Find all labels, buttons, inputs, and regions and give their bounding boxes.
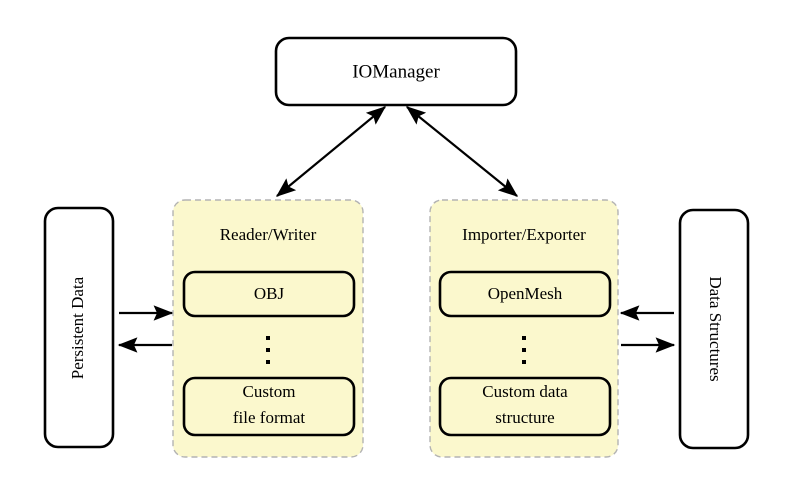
openmesh-box[interactable] — [438, 270, 612, 318]
reader-writer-label: Reader/Writer — [220, 225, 317, 244]
custom-data-structure-label-line1: Custom data — [482, 382, 568, 401]
persistent-data-box[interactable] — [43, 206, 115, 449]
custom-data-structure-box[interactable] — [438, 376, 612, 437]
custom-data-structure-label-line2: structure — [495, 408, 554, 427]
obj-box[interactable] — [182, 270, 356, 318]
ellipsis-reader-writer — [266, 336, 270, 364]
ellipsis-dot — [522, 336, 526, 340]
node-obj[interactable]: OBJ — [182, 270, 356, 318]
custom-file-format-box[interactable] — [182, 376, 356, 437]
data-structures-box[interactable] — [678, 208, 750, 450]
node-custom-data-structure[interactable]: Custom data structure — [438, 376, 612, 437]
ellipsis-dot — [266, 348, 270, 352]
ellipsis-dot — [266, 360, 270, 364]
node-iomanager[interactable]: IOManager — [274, 36, 518, 107]
ellipsis-dot — [522, 348, 526, 352]
node-custom-file-format[interactable]: Custom file format — [182, 376, 356, 437]
node-persistent-data[interactable]: Persistent Data — [43, 206, 115, 449]
importer-exporter-label: Importer/Exporter — [462, 225, 586, 244]
data-structures-label: Data Structures — [706, 276, 725, 381]
ellipsis-dot — [266, 336, 270, 340]
node-openmesh[interactable]: OpenMesh — [438, 270, 612, 318]
iomanager-box[interactable] — [274, 36, 518, 107]
edge-iomanager-importerexporter — [405, 106, 519, 197]
openmesh-label: OpenMesh — [488, 284, 563, 303]
custom-file-format-label-line1: Custom — [243, 382, 296, 401]
persistent-data-label: Persistent Data — [68, 276, 87, 379]
ellipsis-importer-exporter — [522, 336, 526, 364]
custom-file-format-label-line2: file format — [233, 408, 305, 427]
node-data-structures[interactable]: Data Structures — [678, 208, 750, 450]
iomanager-label: IOManager — [352, 61, 440, 82]
group-reader-writer[interactable]: Reader/Writer OBJ Custom file format — [172, 199, 364, 458]
ellipsis-dot — [522, 360, 526, 364]
edge-iomanager-readerwriter — [275, 106, 387, 197]
obj-label: OBJ — [254, 284, 285, 303]
group-importer-exporter[interactable]: Importer/Exporter OpenMesh Custom data s… — [429, 199, 619, 458]
